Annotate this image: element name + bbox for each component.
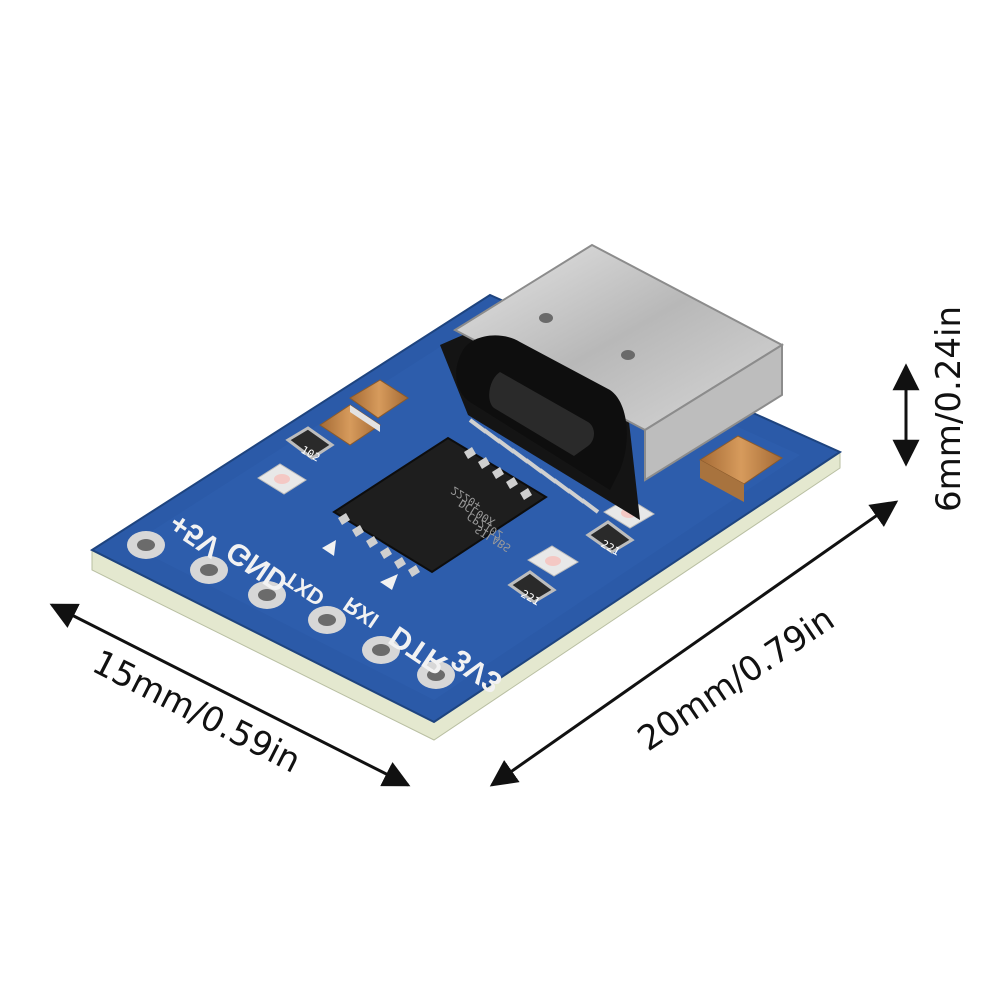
pin-hole [248,581,286,609]
pin-hole [190,556,228,584]
capacitor [699,435,783,502]
usb-c-connector [440,243,785,520]
height-label: 6mm/0.24in [929,306,969,512]
capacitor [319,404,381,446]
pin-hole [417,661,455,689]
length-label: 20mm/0.79in [631,599,842,759]
capacitor [349,379,409,419]
led [257,463,307,495]
width-label: 15mm/0.59in [86,642,307,781]
arrow-left-icon [322,540,336,556]
cp2102-chip: SILABS CP2102 DCL00X 2220+ [332,436,548,577]
dimension-height: 6mm/0.24in [892,306,969,512]
pin-hole [127,531,165,559]
arrow-right-icon [380,574,398,590]
